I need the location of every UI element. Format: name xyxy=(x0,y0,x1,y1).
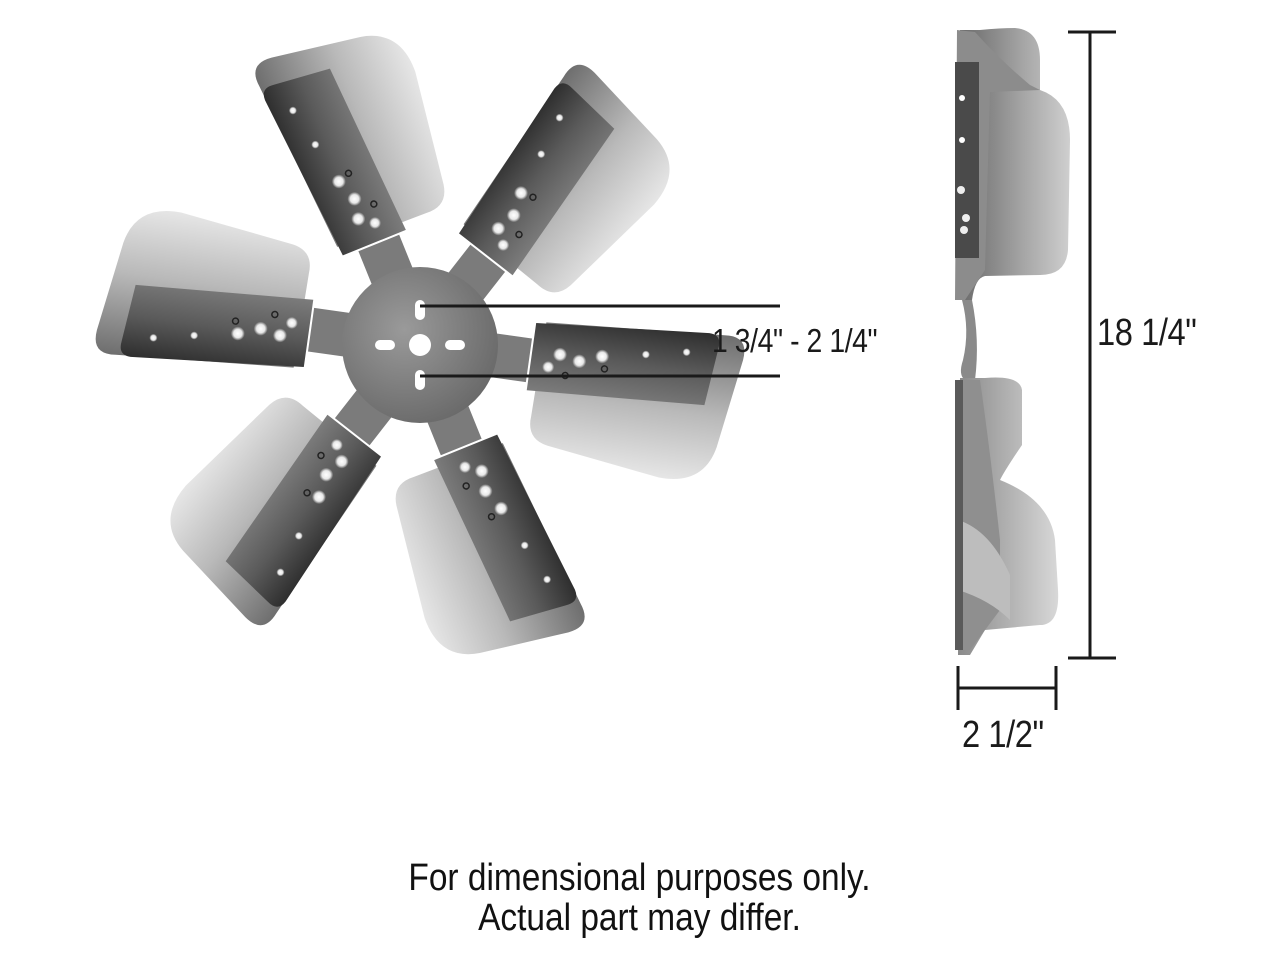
disclaimer-line-1: For dimensional purposes only. xyxy=(408,857,871,899)
hub-dimension-lines xyxy=(420,304,780,378)
depth-dimension-lines xyxy=(956,666,1058,710)
height-dimension-label: 18 1/4" xyxy=(1097,312,1197,354)
height-dimension-lines xyxy=(1068,30,1116,660)
fan-front-view xyxy=(92,8,748,682)
center-bore xyxy=(409,334,431,356)
disclaimer-line-2: Actual part may differ. xyxy=(478,897,801,939)
depth-dimension-label: 2 1/2" xyxy=(962,714,1044,756)
disclaimer: For dimensional purposes only. Actual pa… xyxy=(0,858,1279,938)
hub-dimension-label: 1 3/4" - 2 1/4" xyxy=(712,322,878,359)
fan-side-view xyxy=(955,28,1070,655)
